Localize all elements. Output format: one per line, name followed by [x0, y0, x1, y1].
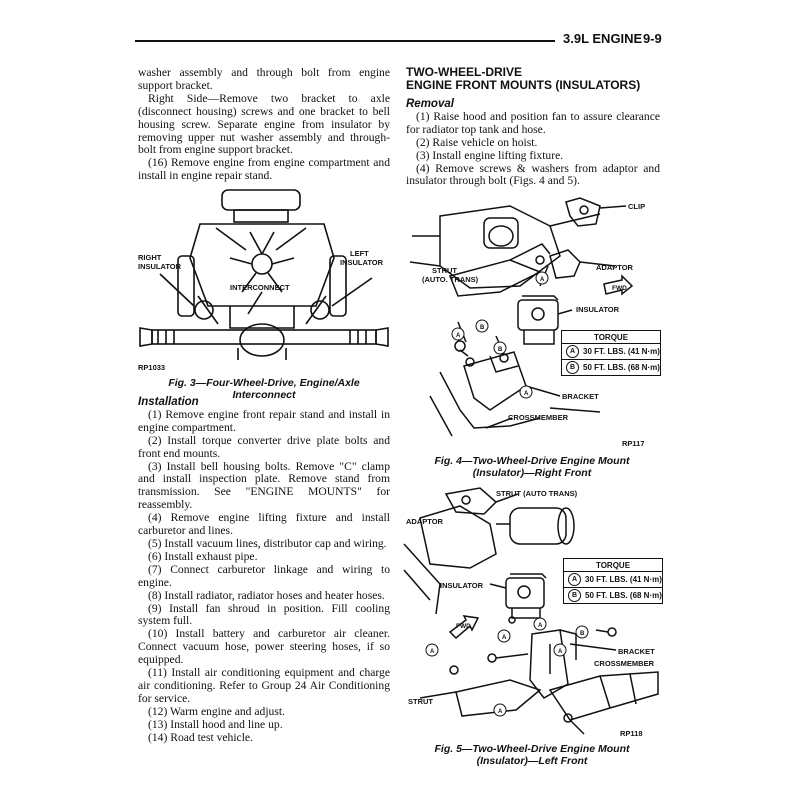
step-item: (7) Connect carburetor linkage and wirin…	[138, 562, 390, 589]
torque-title: TORQUE	[564, 559, 662, 572]
left-column-top: washer assembly and through bolt from en…	[138, 66, 390, 183]
callout-a: A	[456, 333, 461, 339]
step-item: (14) Road test vehicle.	[148, 730, 253, 744]
torque-row-a: A 30 FT. LBS. (41 N·m)	[564, 572, 662, 588]
fig4-torque-table: TORQUE A 30 FT. LBS. (41 N·m) B 50 FT. L…	[561, 330, 661, 376]
callout-a: A	[540, 277, 545, 283]
fig4-label-fwd: FWD	[612, 285, 627, 292]
fig5-left-front-mount-diagram: A A A B A A STRUT (AUTO TRANS) ADAPTOR I…	[403, 487, 659, 738]
fig5-caption-line2: (Insulator)—Left Front	[476, 755, 588, 767]
step-item: (1) Remove engine front repair stand and…	[138, 407, 390, 434]
step-item: (13) Install hood and line up.	[148, 717, 283, 731]
fig3-caption: Fig. 3—Four-Wheel-Drive, Engine/Axle Int…	[168, 377, 360, 401]
removal-heading: Removal	[406, 98, 454, 110]
callout-b: B	[498, 347, 503, 353]
fig5-label-bracket: BRACKET	[618, 647, 655, 656]
paragraph: washer assembly and through bolt from en…	[138, 66, 390, 92]
step-item: (2) Raise vehicle on hoist.	[416, 135, 538, 149]
torque-title: TORQUE	[562, 331, 660, 344]
fig5-label-crossmember: CROSSMEMBER	[594, 659, 655, 668]
section-heading: TWO-WHEEL-DRIVE	[406, 65, 522, 79]
installation-heading: Installation	[138, 396, 199, 408]
step-item: (11) Install air conditioning equipment …	[138, 666, 390, 705]
fig5-label-fwd: FWD	[456, 623, 471, 630]
step-item: (4) Remove engine lifting fixture and in…	[138, 511, 390, 538]
step-item: (9) Install fan shroud in position. Fill…	[138, 601, 390, 628]
fig3-label-left-insulator: LEFT	[350, 249, 369, 258]
step-item: (3) Install engine lifting fixture.	[416, 148, 564, 162]
fig3-engine-axle-diagram: RIGHT INSULATOR LEFT INSULATOR INTERCONN…	[138, 189, 389, 372]
step-item: (5) Install vacuum lines, distributor ca…	[148, 536, 387, 550]
page-number: 9-9	[643, 31, 662, 46]
torque-value: 30 FT. LBS. (41 N·m)	[585, 575, 662, 584]
fig3-label-interconnect: INTERCONNECT	[230, 283, 290, 292]
fig4-code: RP117	[622, 439, 645, 448]
callout-a: A	[538, 623, 543, 629]
fig5-torque-table: TORQUE A 30 FT. LBS. (41 N·m) B 50 FT. L…	[563, 558, 663, 604]
torque-row-b: B 50 FT. LBS. (68 N·m)	[562, 360, 660, 375]
paragraph: (16) Remove engine from engine compartme…	[138, 156, 390, 183]
fig4-label-bracket: BRACKET	[562, 392, 599, 401]
callout-a: A	[430, 649, 435, 655]
fig5-caption: Fig. 5—Two-Wheel-Drive Engine Mount (Ins…	[412, 743, 652, 767]
callout-b: B	[480, 325, 485, 331]
fig5-code: RP118	[620, 729, 643, 738]
torque-value: 30 FT. LBS. (41 N·m)	[583, 347, 660, 356]
torque-row-b: B 50 FT. LBS. (68 N·m)	[564, 588, 662, 603]
callout-b-icon: B	[566, 361, 579, 374]
callout-a-icon: A	[568, 573, 581, 586]
right-column-top: TWO-WHEEL-DRIVE ENGINE FRONT MOUNTS (INS…	[406, 66, 660, 188]
left-column-installation: Installation (1) Remove engine front rep…	[138, 396, 390, 744]
torque-row-a: A 30 FT. LBS. (41 N·m)	[562, 344, 660, 360]
callout-b-icon: B	[568, 589, 581, 602]
fig3-label-right-insulator: INSULATOR	[138, 262, 182, 271]
section-title: 3.9L ENGINE	[563, 31, 643, 46]
step-item: (6) Install exhaust pipe.	[148, 549, 258, 563]
fig5-caption-line1: Fig. 5—Two-Wheel-Drive Engine Mount	[434, 743, 630, 755]
paragraph: Right Side—Remove two bracket to axle (d…	[138, 91, 390, 157]
fig5-label-strut: STRUT	[408, 697, 433, 706]
fig5-label-insulator: INSULATOR	[440, 581, 484, 590]
fig4-label-strut: (AUTO. TRANS)	[422, 275, 479, 284]
torque-value: 50 FT. LBS. (68 N·m)	[585, 591, 662, 600]
fig4-caption-line2: (Insulator)—Right Front	[472, 467, 592, 479]
callout-a: A	[558, 649, 563, 655]
fig4-label-strut: STRUT	[432, 266, 457, 275]
fig5-label-strut-top: STRUT (AUTO TRANS)	[496, 489, 578, 498]
callout-a: A	[524, 391, 529, 397]
fig3-label-left-insulator: INSULATOR	[340, 258, 384, 267]
fig4-label-clip: CLIP	[628, 202, 645, 211]
fig4-label-crossmember: CROSSMEMBER	[508, 413, 569, 422]
fig3-code: RP1033	[138, 363, 165, 372]
step-item: (3) Install bell housing bolts. Remove "…	[138, 459, 390, 512]
step-item: (12) Warm engine and adjust.	[148, 704, 285, 718]
step-item: (8) Install radiator, radiator hoses and…	[148, 588, 385, 602]
callout-a: A	[498, 709, 503, 715]
step-item: (4) Remove screws & washers from adaptor…	[406, 161, 660, 188]
callout-b: B	[580, 631, 585, 637]
fig4-label-insulator: INSULATOR	[576, 305, 620, 314]
callout-a: A	[502, 635, 507, 641]
torque-value: 50 FT. LBS. (68 N·m)	[583, 363, 660, 372]
fig4-caption: Fig. 4—Two-Wheel-Drive Engine Mount (Ins…	[412, 455, 652, 479]
step-item: (1) Raise hood and position fan to assur…	[406, 109, 660, 136]
callout-a-icon: A	[566, 345, 579, 358]
fig4-right-front-mount-diagram: A B B A A CLIP ADAPTOR STRUT (AUTO. TRAN…	[409, 197, 645, 448]
fig5-label-adaptor: ADAPTOR	[406, 517, 444, 526]
fig4-label-adaptor: ADAPTOR	[596, 263, 634, 272]
section-heading: ENGINE FRONT MOUNTS (INSULATORS)	[406, 78, 641, 92]
fig3-label-right-insulator: RIGHT	[138, 253, 162, 262]
page-header: 3.9L ENGINE 9-9	[135, 30, 665, 52]
fig4-caption-line1: Fig. 4—Two-Wheel-Drive Engine Mount	[434, 455, 630, 467]
header-rule	[135, 40, 555, 42]
step-item: (2) Install torque converter drive plate…	[138, 433, 390, 460]
step-item: (10) Install battery and carburetor air …	[138, 627, 390, 667]
